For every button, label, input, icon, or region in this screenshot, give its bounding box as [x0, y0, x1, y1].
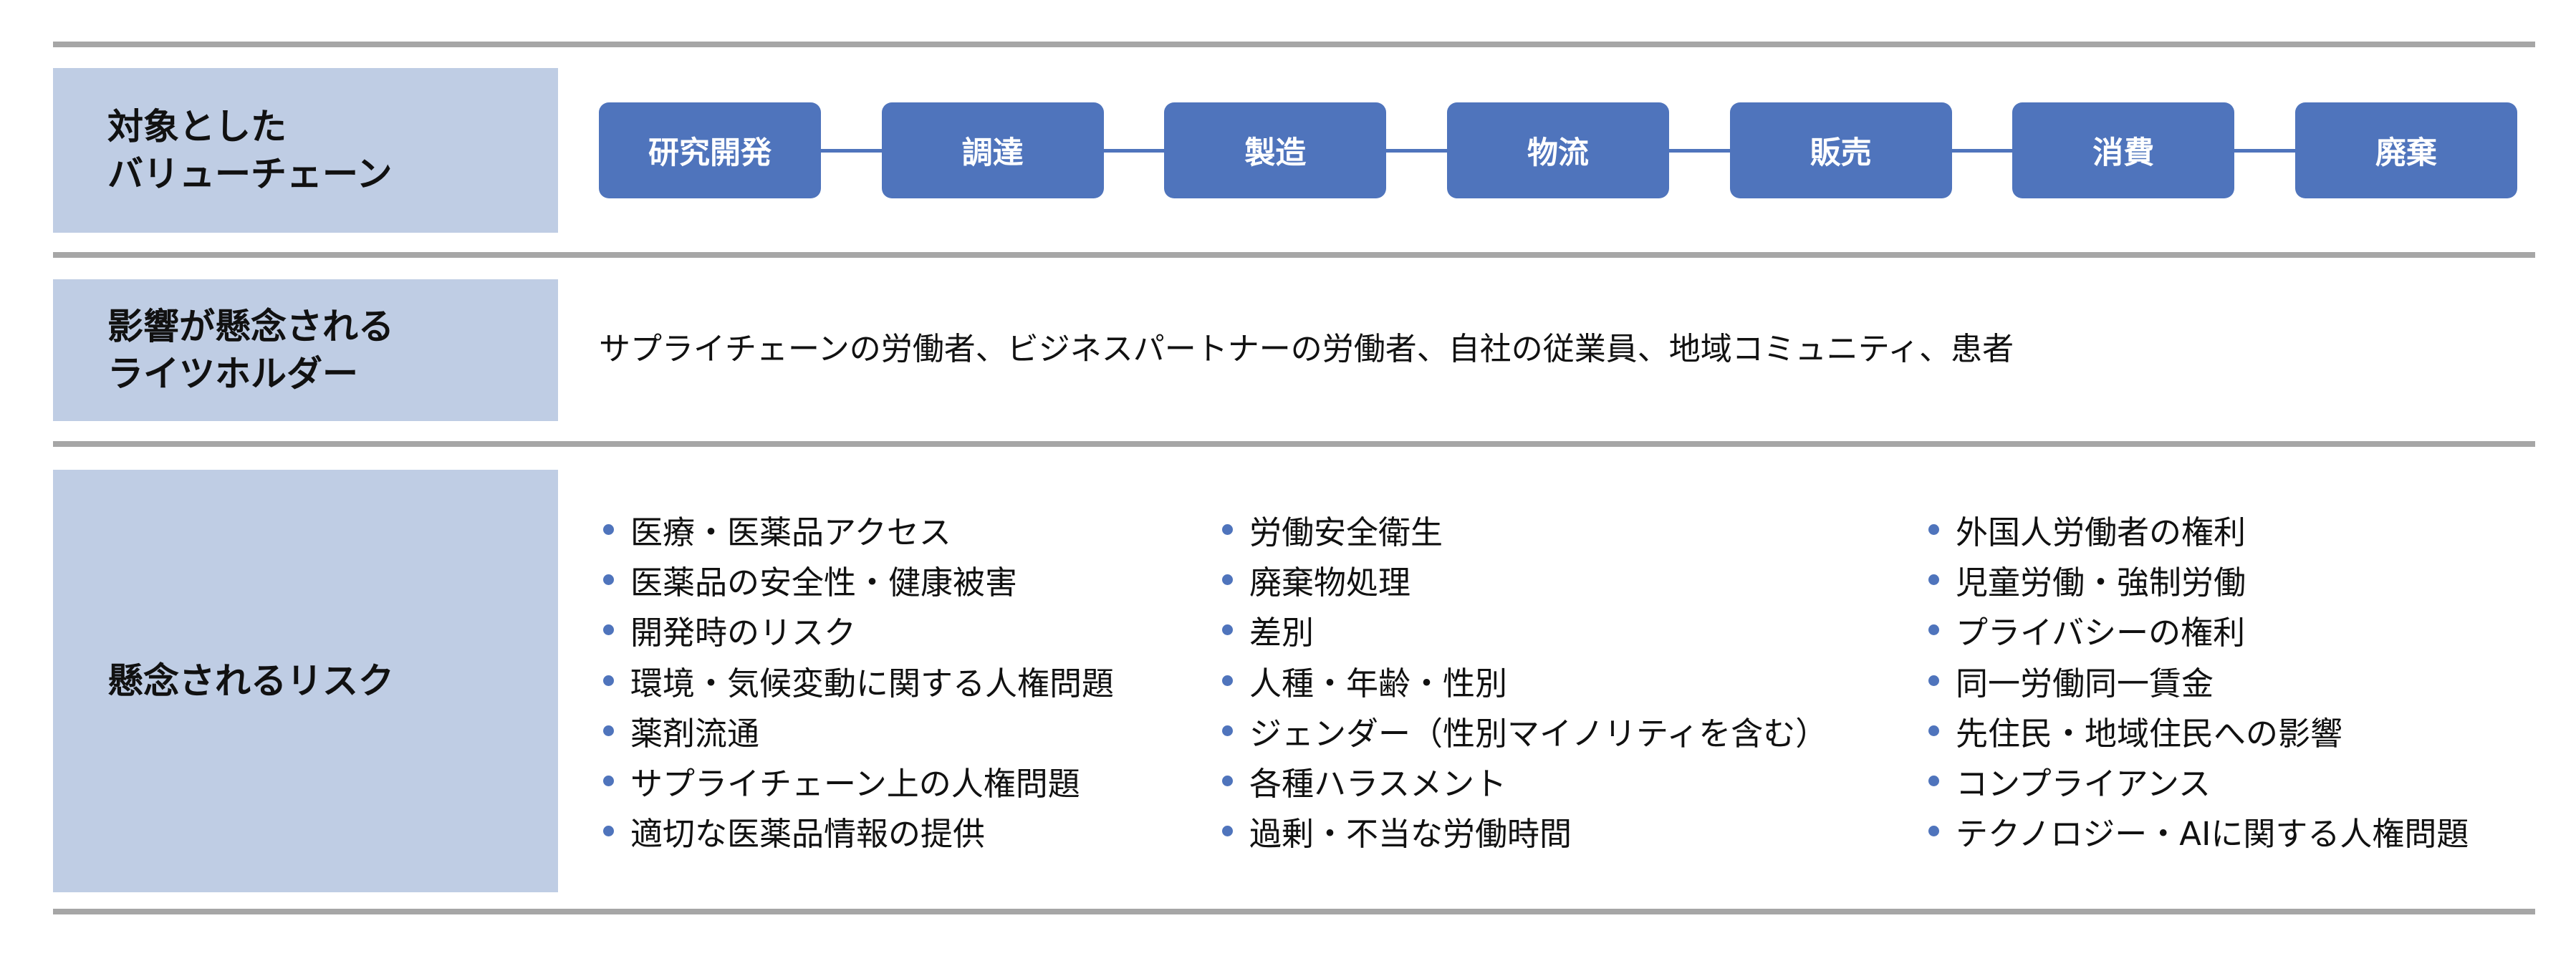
risk-item: ジェンダー（性別マイノリティを含む）: [1222, 705, 1827, 755]
risk-item: サプライチェーン上の人権問題: [603, 755, 1114, 806]
risk-item: プライバシーの権利: [1928, 605, 2469, 655]
bullet-icon: [1222, 725, 1233, 736]
risk-item-label: コンプライアンス: [1956, 765, 2211, 803]
bullet-icon: [1222, 523, 1233, 535]
risk-item-label: プライバシーの権利: [1956, 614, 2246, 652]
risk-item: 労働安全衛生: [1222, 504, 1827, 554]
stage-logistics: 物流: [1446, 102, 1669, 198]
bullet-icon: [603, 776, 614, 787]
stage-procurement: 調達: [881, 102, 1104, 198]
risk-item: 差別: [1222, 605, 1827, 655]
rights-holders-text: サプライチェーンの労働者、ビジネスパートナーの労働者、自社の従業員、地域コミュニ…: [599, 331, 2014, 367]
risk-item-label: ジェンダー（性別マイノリティを含む）: [1249, 714, 1828, 753]
bullet-icon: [1222, 826, 1233, 837]
risk-item: 外国人労働者の権利: [1928, 504, 2469, 554]
risk-item: コンプライアンス: [1928, 755, 2469, 806]
value-chain: 研究開発 調達 製造 物流 販売 消費 廃棄: [599, 102, 2517, 198]
risk-item-label: 同一労働同一賃金: [1956, 664, 2214, 702]
risk-item-label: サプライチェーン上の人権問題: [630, 765, 1080, 803]
stage-disposal: 廃棄: [2294, 102, 2517, 198]
risks-label: 懸念されるリスク: [107, 660, 394, 702]
risk-item-label: 医薬品の安全性・健康被害: [630, 563, 1018, 602]
risk-item: 適切な医薬品情報の提供: [603, 806, 1114, 856]
risk-item: テクノロジー・AIに関する人権問題: [1928, 806, 2469, 856]
rights-holders-label-line2: ライツホルダー: [107, 353, 358, 395]
risks-label-box: 懸念されるリスク: [53, 470, 558, 892]
risk-item: 医薬品の安全性・健康被害: [603, 554, 1114, 604]
bullet-icon: [1928, 826, 1939, 837]
rights-holders-label-line1: 影響が懸念される: [107, 306, 394, 347]
divider-1: [53, 252, 2535, 258]
risk-item-label: 各種ハラスメント: [1249, 765, 1507, 803]
divider-2: [53, 441, 2535, 447]
stage-manufacturing: 製造: [1164, 102, 1387, 198]
bullet-icon: [1222, 624, 1233, 636]
stage-consumption: 消費: [2012, 102, 2235, 198]
risk-item: 過剰・不当な労働時間: [1222, 806, 1827, 856]
bullet-icon: [603, 574, 614, 585]
risk-item: 薬剤流通: [603, 705, 1114, 755]
value-chain-label-box: 対象とした バリューチェーン: [53, 68, 558, 233]
risk-item: 先住民・地域住民への影響: [1928, 705, 2469, 755]
bullet-icon: [1928, 574, 1939, 585]
risk-column-1: 医療・医薬品アクセス 医薬品の安全性・健康被害 開発時のリスク 環境・気候変動に…: [603, 504, 1114, 856]
risk-column-3: 外国人労働者の権利 児童労働・強制労働 プライバシーの権利 同一労働同一賃金 先…: [1928, 504, 2469, 856]
risk-item-label: 先住民・地域住民への影響: [1956, 714, 2343, 753]
divider-bottom: [53, 909, 2535, 914]
value-chain-label: 対象とした バリューチェーン: [107, 103, 393, 198]
stage-research: 研究開発: [599, 102, 821, 198]
risk-item-label: 児童労働・強制労働: [1956, 563, 2246, 602]
risk-item: 同一労働同一賃金: [1928, 655, 2469, 705]
divider-top: [53, 42, 2535, 47]
risk-item-label: 廃棄物処理: [1249, 563, 1411, 602]
risk-item-label: 環境・気候変動に関する人権問題: [630, 664, 1115, 702]
risk-item-label: 適切な医薬品情報の提供: [630, 815, 986, 854]
risk-item-label: 差別: [1249, 614, 1315, 652]
bullet-icon: [1928, 624, 1939, 636]
bullet-icon: [1928, 776, 1939, 787]
risk-item: 医療・医薬品アクセス: [603, 504, 1114, 554]
risk-item-label: 医療・医薬品アクセス: [630, 513, 951, 551]
value-chain-label-line1: 対象とした: [107, 106, 287, 148]
bullet-icon: [1928, 675, 1939, 686]
risk-item-label: テクノロジー・AIに関する人権問題: [1956, 815, 2469, 854]
risk-item-label: 薬剤流通: [630, 714, 760, 753]
bullet-icon: [603, 725, 614, 736]
rights-holders-label: 影響が懸念される ライツホルダー: [107, 303, 394, 397]
risk-column-2: 労働安全衛生 廃棄物処理 差別 人種・年齢・性別 ジェンダー（性別マイノリティを…: [1222, 504, 1827, 856]
bullet-icon: [603, 523, 614, 535]
risk-item: 開発時のリスク: [603, 605, 1114, 655]
bullet-icon: [603, 826, 614, 837]
risk-item-label: 人種・年齢・性別: [1249, 664, 1508, 702]
risk-item: 人種・年齢・性別: [1222, 655, 1827, 705]
bullet-icon: [1222, 574, 1233, 585]
risk-item: 各種ハラスメント: [1222, 755, 1827, 806]
risk-item: 環境・気候変動に関する人権問題: [603, 655, 1114, 705]
risk-item: 廃棄物処理: [1222, 554, 1827, 604]
risk-item-label: 過剰・不当な労働時間: [1249, 815, 1572, 854]
risk-item-label: 労働安全衛生: [1249, 513, 1443, 551]
bullet-icon: [1928, 523, 1939, 535]
bullet-icon: [1222, 675, 1233, 686]
value-chain-label-line2: バリューチェーン: [107, 153, 393, 195]
value-chain-stages: 研究開発 調達 製造 物流 販売 消費 廃棄: [599, 102, 2517, 198]
bullet-icon: [1222, 776, 1233, 787]
risk-item-label: 外国人労働者の権利: [1956, 513, 2246, 551]
risk-item: 児童労働・強制労働: [1928, 554, 2469, 604]
risk-item-label: 開発時のリスク: [630, 614, 857, 652]
bullet-icon: [603, 675, 614, 686]
stage-sales: 販売: [1729, 102, 1952, 198]
rights-holders-label-box: 影響が懸念される ライツホルダー: [53, 279, 558, 421]
bullet-icon: [603, 624, 614, 636]
bullet-icon: [1928, 725, 1939, 736]
